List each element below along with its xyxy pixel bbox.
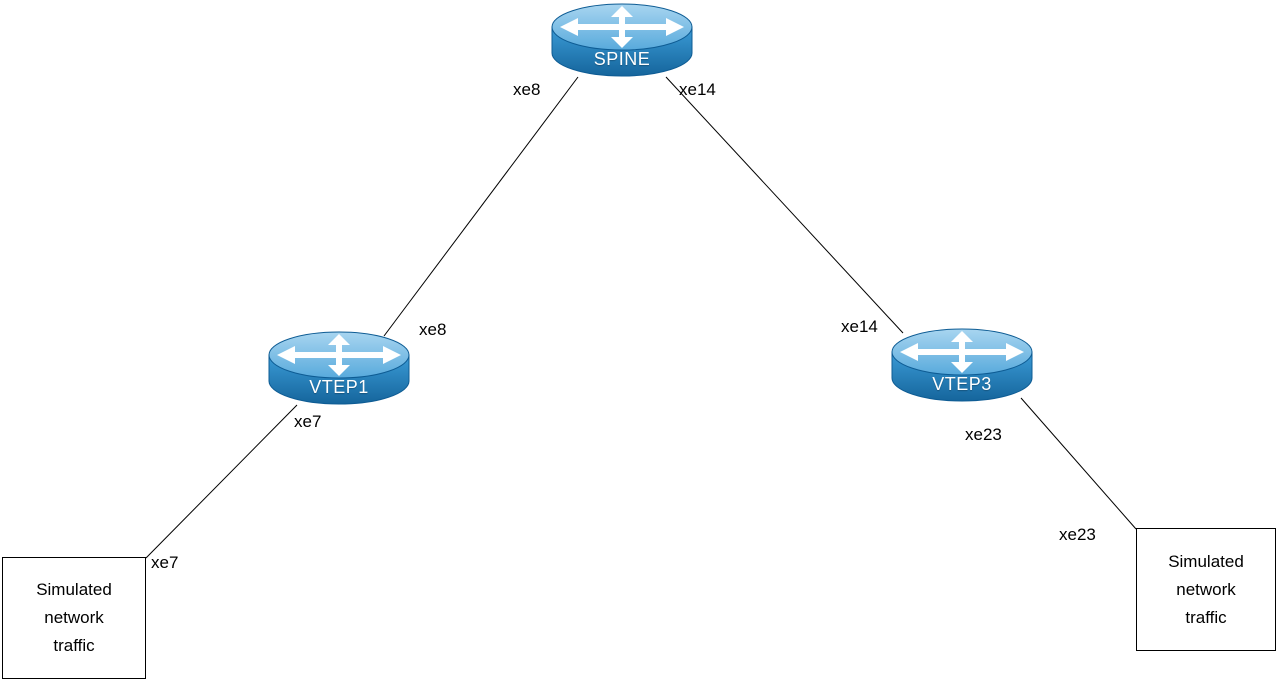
node-spine: SPINE (551, 2, 693, 78)
if-label-traffic-right-xe23: xe23 (1059, 525, 1096, 544)
node-vtep3-label: VTEP3 (932, 374, 992, 394)
router-icon (551, 3, 693, 77)
node-spine-label: SPINE (593, 49, 651, 69)
endpoint-traffic-right: Simulated network traffic (1136, 528, 1276, 651)
node-vtep3: VTEP3 (891, 327, 1033, 403)
endpoint-traffic-left-label: Simulated network traffic (36, 580, 112, 655)
if-label-spine-xe14: xe14 (679, 80, 716, 99)
if-label-vtep1-xe7: xe7 (294, 412, 322, 431)
endpoint-traffic-left: Simulated network traffic (2, 557, 146, 679)
router-icon (268, 331, 410, 405)
link-vtep3-traffic (1020, 397, 1137, 530)
if-label-vtep3-xe23: xe23 (965, 425, 1002, 444)
link-spine-vtep3 (665, 76, 904, 334)
link-spine-vtep1 (383, 76, 579, 337)
if-label-vtep1-xe8: xe8 (419, 320, 447, 339)
node-vtep1: VTEP1 (268, 330, 410, 406)
if-label-vtep3-xe14: xe14 (841, 317, 878, 336)
router-icon (891, 328, 1033, 402)
if-label-spine-xe8: xe8 (513, 80, 541, 99)
endpoint-traffic-right-label: Simulated network traffic (1168, 551, 1244, 627)
node-vtep1-label: VTEP1 (309, 377, 369, 397)
link-vtep1-traffic (145, 404, 298, 559)
if-label-traffic-left-xe7: xe7 (151, 553, 179, 572)
